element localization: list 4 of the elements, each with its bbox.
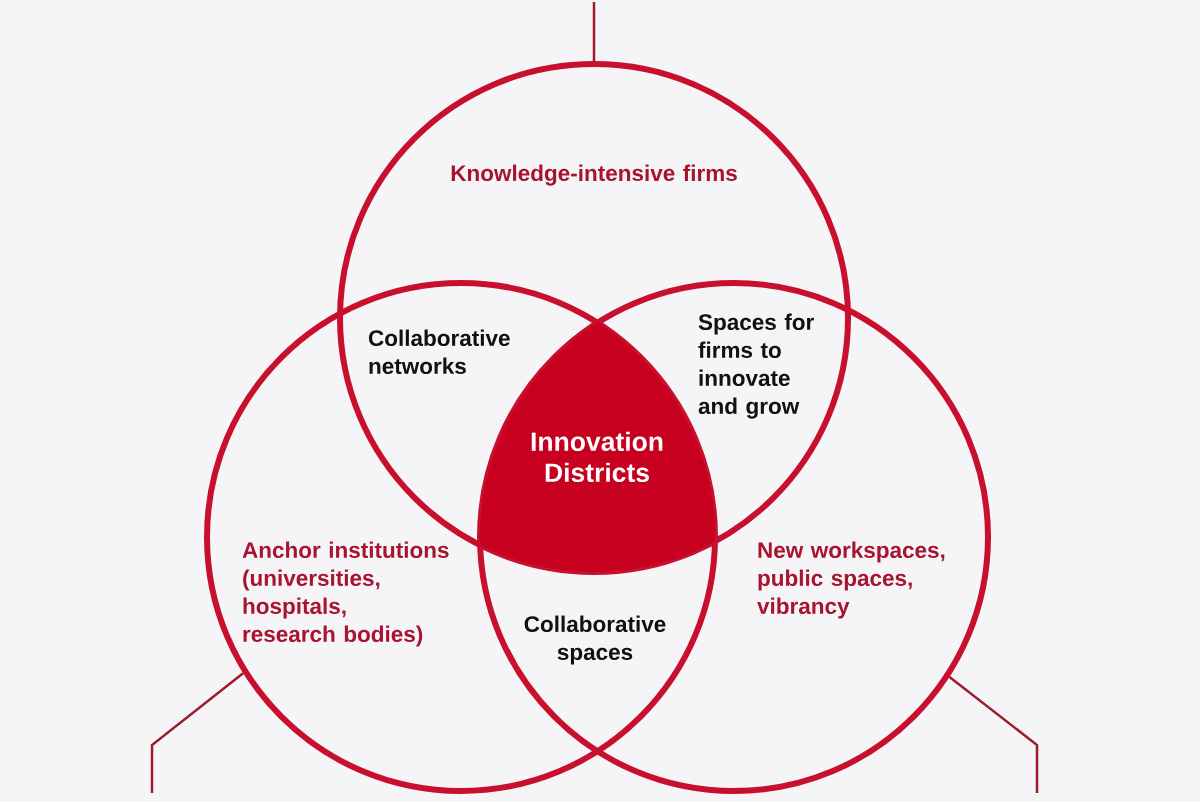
connector-line <box>592 2 596 61</box>
overlap-label: Collaborative spaces <box>524 615 666 665</box>
connector-line <box>150 672 244 793</box>
connector-line <box>948 675 1039 793</box>
